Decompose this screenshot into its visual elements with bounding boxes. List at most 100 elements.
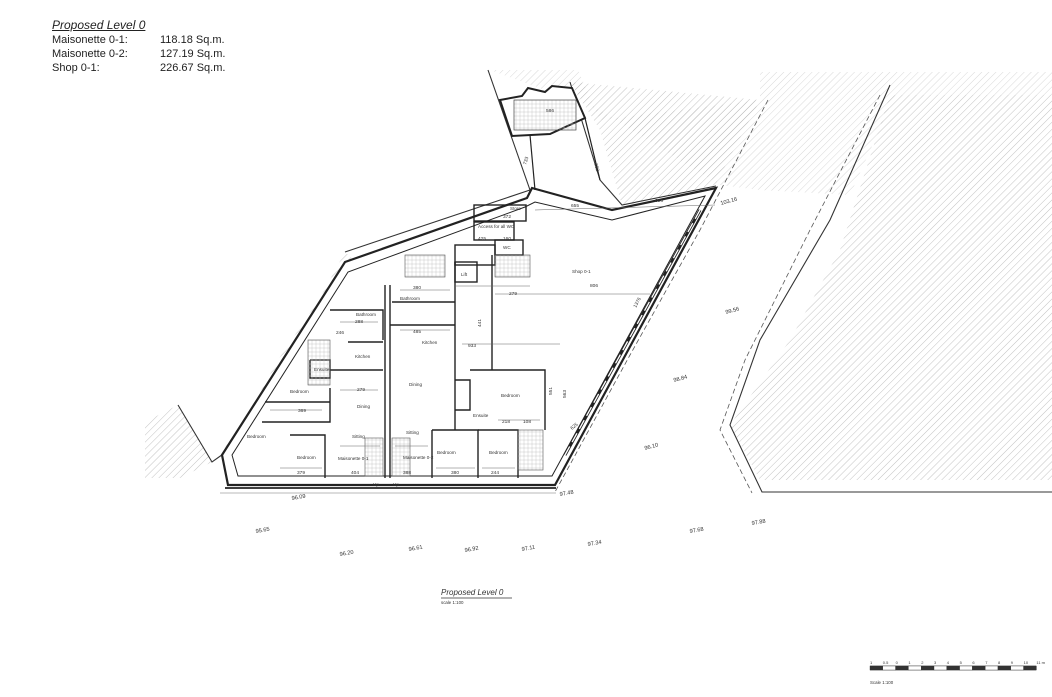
scale-bar-segment bbox=[985, 665, 999, 671]
scale-bar-tick-label: 0.5 bbox=[883, 660, 889, 665]
dimension-label: 1376 bbox=[632, 296, 642, 309]
tiled-areas bbox=[307, 254, 544, 477]
dimension-label: 379 bbox=[297, 470, 305, 476]
scale-bar-label: Scale 1:100 bbox=[870, 680, 894, 685]
dimension-label: 246 bbox=[336, 330, 344, 336]
room-label: Dining bbox=[357, 404, 370, 409]
scale-bar-segment bbox=[869, 665, 884, 671]
dimension-label: 388 bbox=[403, 470, 411, 476]
spot-level: 96.92 bbox=[464, 546, 479, 554]
room-label: Access for all WC bbox=[478, 224, 515, 229]
scale-bar-tick-label: 6 bbox=[972, 660, 975, 665]
room-label: Sitting bbox=[406, 430, 419, 435]
room-label: Bedroom bbox=[297, 455, 316, 460]
room-label: WC bbox=[503, 245, 511, 250]
scale-bar-tick-label: 2 bbox=[921, 660, 924, 665]
road-edge-dashed bbox=[554, 94, 881, 494]
scale-bar-segment bbox=[933, 665, 948, 671]
room-label: Bedroom bbox=[501, 393, 520, 398]
dimension-label: 625 bbox=[569, 422, 579, 432]
scale-bar-tick-label: 1 bbox=[870, 660, 873, 665]
dimension-label: 380 bbox=[413, 285, 421, 291]
drawing-scale: scale 1:100 bbox=[441, 600, 464, 605]
room-label: Sitting bbox=[352, 434, 365, 439]
spot-level: 97.48 bbox=[559, 490, 574, 498]
scale-bar-tick-label: 5 bbox=[960, 660, 963, 665]
scale-bar-tick-label: 4 bbox=[947, 660, 950, 665]
scale-bar-segment bbox=[882, 665, 896, 671]
dimension-labels: 586 733 792 655 616 372 425 160 279 806 … bbox=[297, 108, 663, 476]
scale-bar-tick-label: 0 bbox=[896, 660, 899, 665]
dimension-label: 279 bbox=[509, 291, 517, 297]
legend-unit-name: Maisonette 0-2: bbox=[52, 48, 128, 60]
spot-level: 97.34 bbox=[587, 540, 602, 548]
legend-row: Shop 0-1: 226.67 Sq.m. bbox=[52, 61, 225, 75]
dimension-label: 425 bbox=[478, 236, 486, 242]
scale-bar-tick-label: 10 bbox=[1024, 660, 1029, 665]
spot-level: 103.16 bbox=[720, 197, 738, 207]
dimension-label: 806 bbox=[590, 283, 598, 289]
room-label: Shop 0-1 bbox=[572, 269, 591, 274]
dimension-label: 372 bbox=[503, 214, 511, 220]
scale-bar-segment bbox=[997, 665, 1012, 671]
spot-levels: 103.16 99.56 98.84 96.10 96.09 97.48 95.… bbox=[255, 197, 766, 558]
room-label: Lift bbox=[461, 272, 468, 277]
dimension-label: 441 bbox=[477, 319, 483, 327]
room-labels: Store Access for all WC WC Lift Shop 0-1… bbox=[247, 206, 591, 487]
dimension-label: 586 bbox=[546, 108, 554, 114]
spot-level: 95.65 bbox=[255, 527, 270, 535]
spot-level: 97.11 bbox=[521, 545, 535, 553]
dimension-label: 369 bbox=[298, 408, 306, 414]
drawing-title-block: Proposed Level 0 scale 1:100 bbox=[441, 588, 512, 605]
room-label: Up bbox=[393, 482, 399, 487]
scale-bar-segment bbox=[1023, 665, 1037, 671]
room-label: Bedroom bbox=[437, 450, 456, 455]
spot-level: 99.56 bbox=[725, 307, 740, 316]
room-label: Bedroom bbox=[290, 389, 309, 394]
scale-bar-tick-label: 11 m bbox=[1036, 660, 1045, 665]
scale-bar-segment bbox=[921, 665, 935, 671]
dimension-label: 485 bbox=[413, 329, 421, 335]
dimension-label: 279 bbox=[357, 387, 365, 393]
room-label: Bedroom bbox=[489, 450, 508, 455]
legend-unit-area: 118.18 Sq.m. bbox=[160, 34, 225, 46]
scale-bar-segment bbox=[959, 665, 973, 671]
scale-bar-tick-label: 3 bbox=[934, 660, 937, 665]
legend-row: Maisonette 0-1: 118.18 Sq.m. bbox=[52, 33, 225, 47]
room-label: Bathroom bbox=[400, 296, 420, 301]
dimension-label: 616 bbox=[655, 198, 663, 204]
spot-level: 98.84 bbox=[673, 375, 688, 384]
dimension-label: 244 bbox=[491, 470, 499, 476]
scale-bar-segment bbox=[972, 665, 986, 671]
dimension-label: 792 bbox=[592, 163, 600, 173]
dimension-label: 733 bbox=[522, 156, 530, 166]
scale-bar-segment bbox=[1010, 665, 1024, 671]
legend-unit-name: Shop 0-1: bbox=[52, 62, 100, 74]
spot-level: 96.09 bbox=[291, 494, 306, 502]
room-label: Bathroom bbox=[356, 312, 376, 317]
dimension-label: 404 bbox=[351, 470, 359, 476]
room-label: Ensuite bbox=[473, 413, 489, 418]
dimension-label: 288 bbox=[355, 319, 363, 325]
dimension-label: 218 bbox=[502, 419, 510, 425]
scale-bar-tick-label: 7 bbox=[985, 660, 988, 665]
room-label: Kitchen bbox=[355, 354, 371, 359]
stair-tower bbox=[498, 84, 601, 191]
room-label: Bedroom bbox=[247, 434, 266, 439]
dimension-label: 380 bbox=[451, 470, 459, 476]
room-label: Up bbox=[373, 482, 379, 487]
legend-unit-area: 127.19 Sq.m. bbox=[160, 48, 226, 60]
spot-level: 97.88 bbox=[751, 519, 766, 527]
scale-bar-segment bbox=[908, 665, 922, 671]
dimension-label: 655 bbox=[571, 203, 579, 209]
room-label: Maisonette 0-1 bbox=[338, 456, 369, 461]
spot-level: 96.10 bbox=[644, 443, 659, 452]
dimension-label: 933 bbox=[468, 343, 476, 349]
scale-bar-tick-label: 1 bbox=[908, 660, 911, 665]
spot-level: 97.68 bbox=[689, 527, 704, 535]
spot-level: 96.20 bbox=[339, 550, 354, 558]
spot-level: 96.61 bbox=[408, 545, 423, 553]
legend-row: Maisonette 0-2: 127.19 Sq.m. bbox=[52, 47, 225, 61]
dimension-label: 551 bbox=[548, 387, 554, 395]
